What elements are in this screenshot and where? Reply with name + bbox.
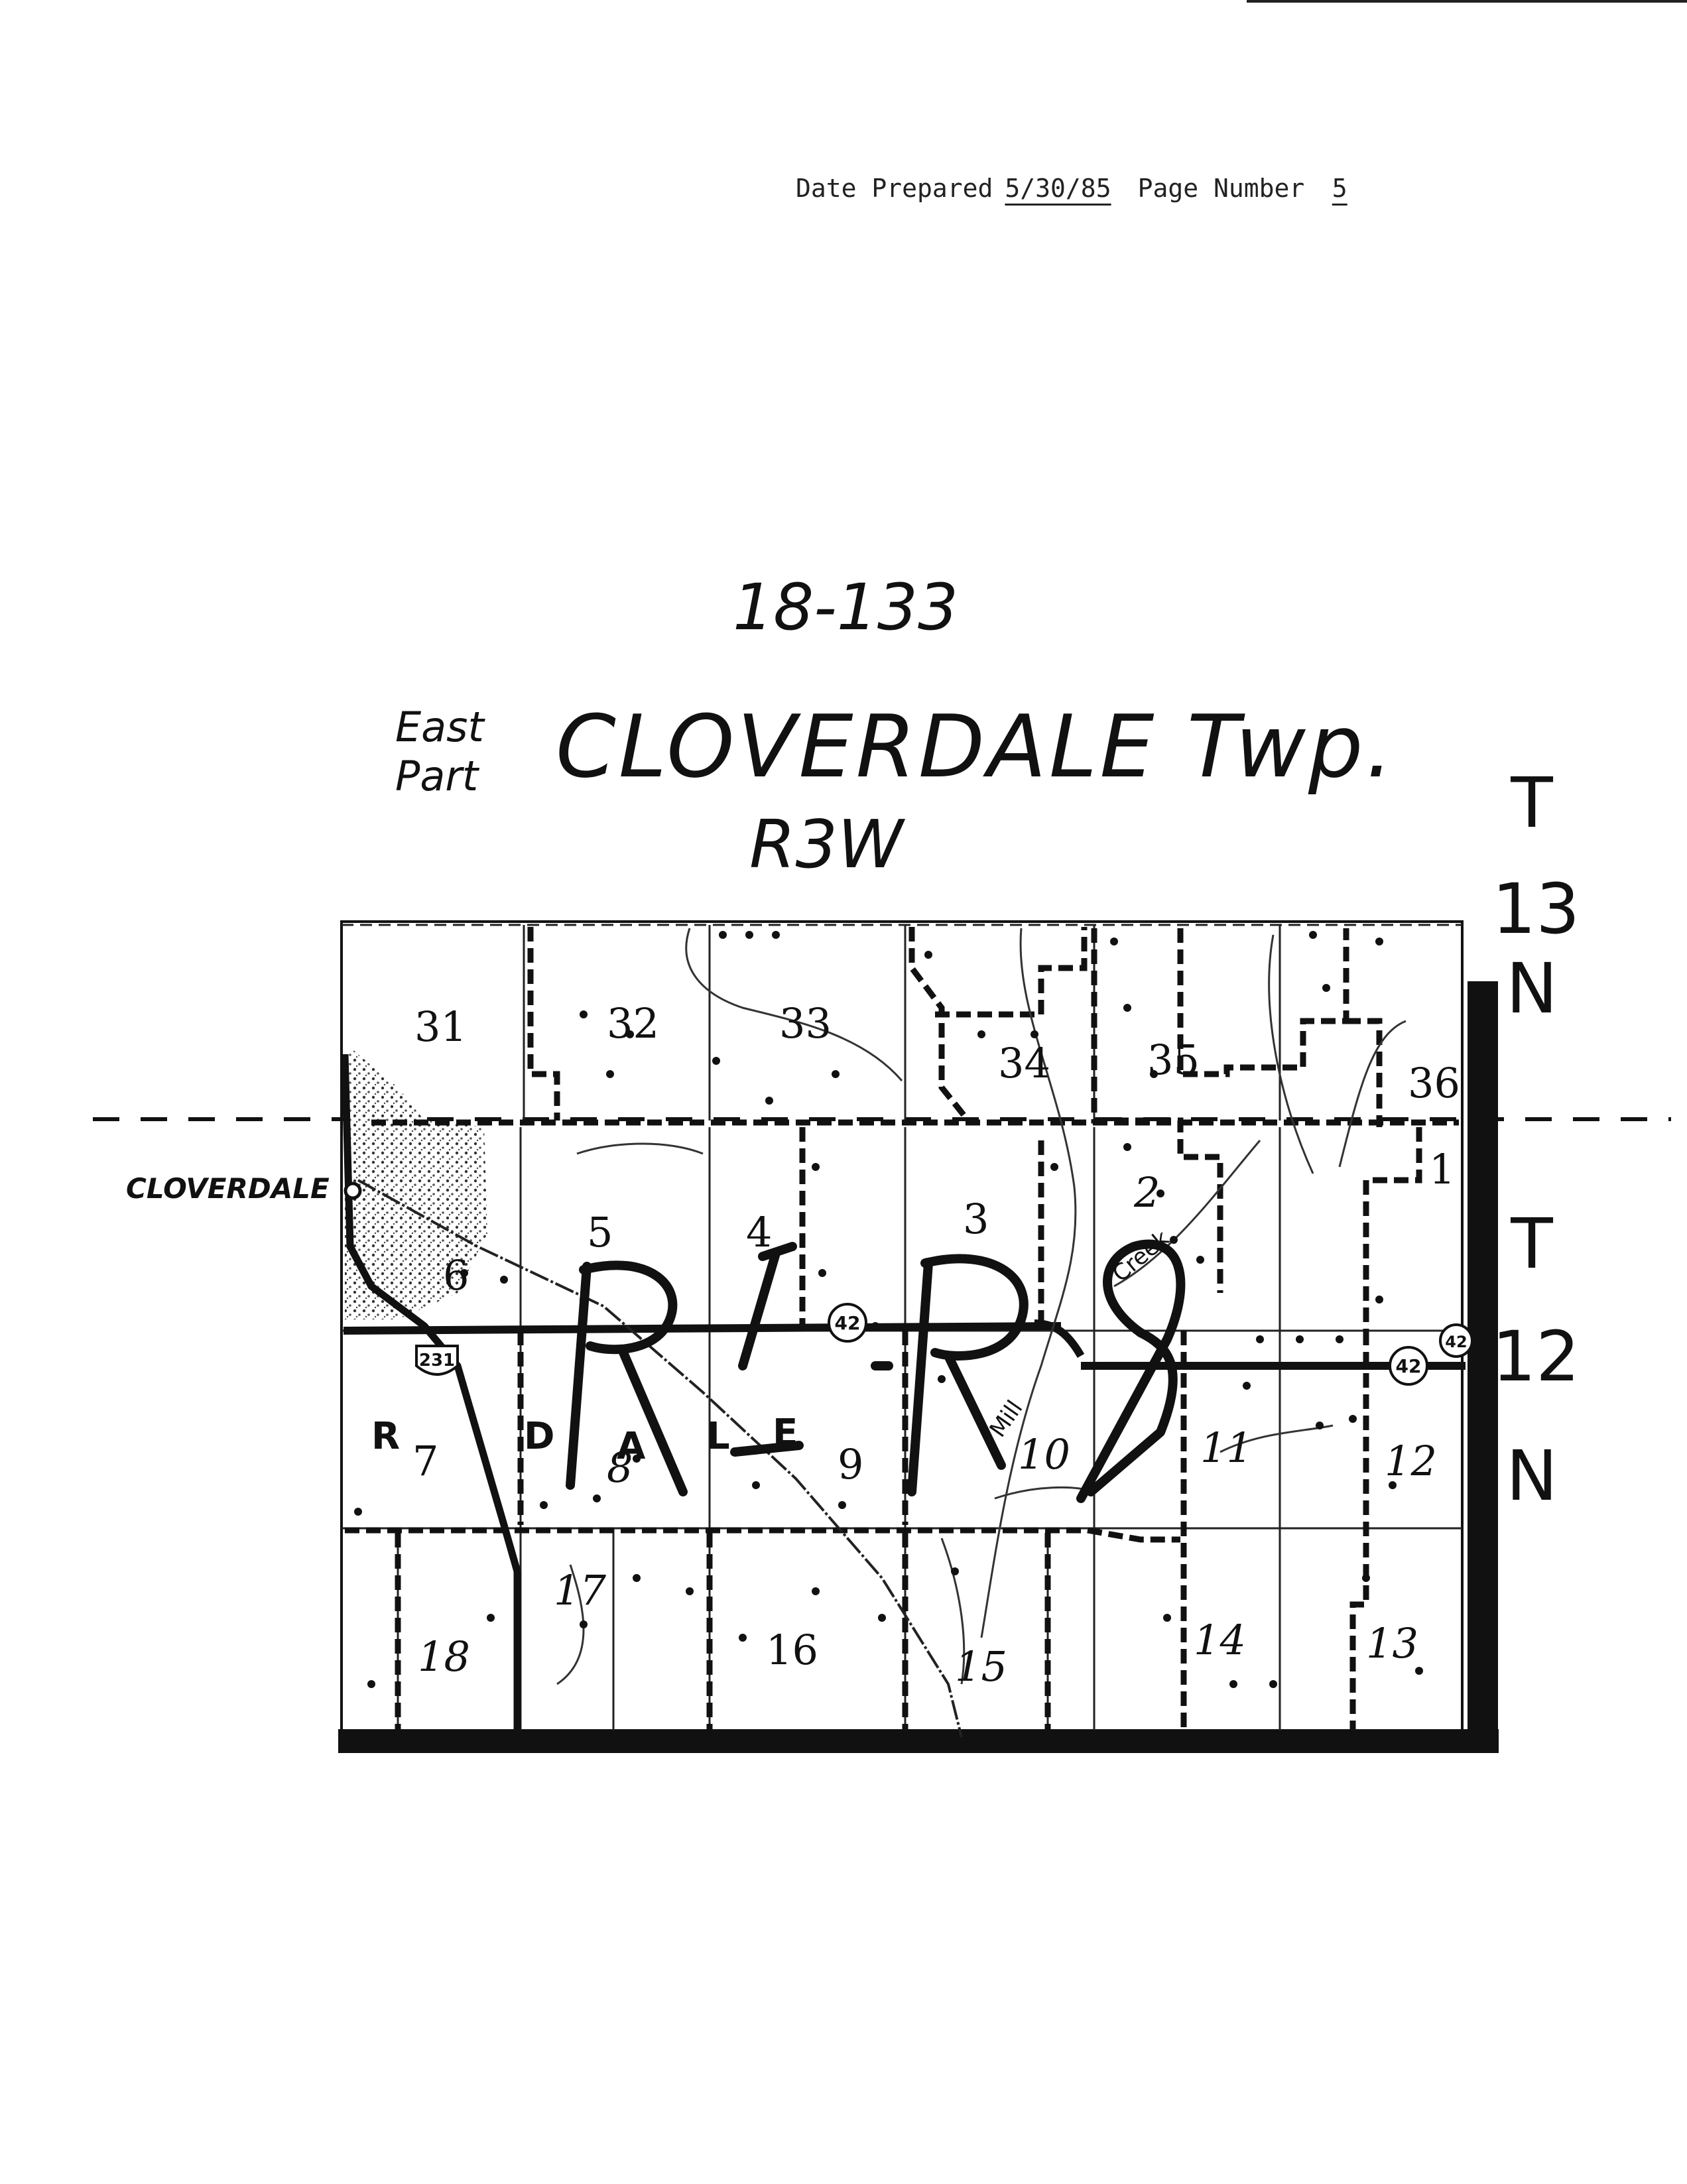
- township-name: CLOVERDALE Twp.: [556, 696, 1396, 797]
- cloverdale-town-area: [345, 1048, 487, 1319]
- cloverdale-town-marker: [344, 1182, 362, 1200]
- section-32-label: 32: [607, 999, 659, 1048]
- township-12n-number: 12: [1492, 1316, 1580, 1397]
- boundary-roads: [345, 927, 1459, 1730]
- section-14-label: 14: [1194, 1616, 1246, 1664]
- section-10-label: 10: [1018, 1430, 1070, 1479]
- section-4-label: 4: [746, 1208, 772, 1256]
- map-letter-r: R: [371, 1415, 400, 1458]
- map-letter-d: D: [524, 1415, 554, 1458]
- east-part-line-2: Part: [395, 752, 479, 800]
- section-8-label: 8: [607, 1443, 633, 1492]
- page-number-label: Page Number: [1137, 174, 1305, 203]
- section-31-label: 31: [414, 1002, 467, 1051]
- section-5-label: 5: [587, 1208, 613, 1256]
- section-1-label: 1: [1429, 1145, 1455, 1193]
- township-13n-t: T: [1511, 762, 1553, 843]
- section-18-label: 18: [418, 1632, 470, 1681]
- date-prepared-label: Date Prepared: [796, 174, 993, 203]
- section-15-label: 15: [955, 1642, 1007, 1691]
- township-12n-t: T: [1511, 1203, 1553, 1284]
- east-part-line-1: East: [395, 703, 484, 751]
- east-part-label: East Part: [395, 703, 484, 801]
- route-42-shield-east-number: 42: [1396, 1355, 1422, 1377]
- section-36-label: 36: [1408, 1059, 1460, 1107]
- route-42-shield-west: 42: [828, 1303, 867, 1343]
- page-number-value: 5: [1332, 174, 1347, 203]
- east-range-boundary: [1468, 981, 1498, 1749]
- map-letter-a: A: [617, 1425, 646, 1468]
- us-231-shield: 231: [415, 1345, 459, 1376]
- map-frame: [340, 920, 1464, 1748]
- section-16-label: 16: [766, 1626, 818, 1674]
- date-prepared-value: 5/30/85: [1005, 174, 1111, 203]
- south-boundary: [338, 1729, 1499, 1753]
- section-33-label: 33: [779, 999, 832, 1048]
- route-42-shield-west-number: 42: [835, 1312, 861, 1334]
- map-letter-l: L: [706, 1415, 730, 1458]
- section-34-label: 34: [998, 1039, 1050, 1087]
- route-42-shield-east: 42: [1389, 1346, 1428, 1386]
- range-label: R3W: [749, 806, 903, 883]
- cloverdale-place-label: CLOVERDALE: [126, 1172, 330, 1205]
- route-42-shield-edge: 42: [1439, 1323, 1473, 1358]
- township-13n-n: N: [1506, 948, 1558, 1029]
- handwritten-overlay-r1-r9: [566, 1239, 1186, 1503]
- route-42-shield-edge-number: 42: [1445, 1333, 1467, 1351]
- document-number: 18-133: [733, 570, 959, 644]
- section-3-label: 3: [963, 1195, 989, 1243]
- section-35-label: 35: [1147, 1036, 1200, 1084]
- section-17-label: 17: [554, 1566, 606, 1614]
- railroad-line: [357, 1179, 963, 1738]
- section-12-label: 12: [1385, 1437, 1437, 1485]
- section-2-label: 2: [1133, 1168, 1160, 1217]
- township-13n-number: 13: [1492, 869, 1580, 949]
- section-6-label: 6: [443, 1251, 469, 1300]
- us-231-shield-number: 231: [419, 1351, 455, 1370]
- section-11-label: 11: [1200, 1424, 1253, 1472]
- section-9-label: 9: [838, 1440, 863, 1488]
- section-13-label: 13: [1366, 1619, 1418, 1668]
- header-line: Date Prepared 5/30/85 Page Number 5: [796, 174, 1389, 203]
- dwelling-markers: [354, 931, 1423, 1688]
- section-7-label: 7: [412, 1437, 438, 1485]
- page-top-rule: [1247, 0, 1687, 3]
- streams: [556, 928, 1406, 1685]
- township-12n-n: N: [1506, 1435, 1558, 1516]
